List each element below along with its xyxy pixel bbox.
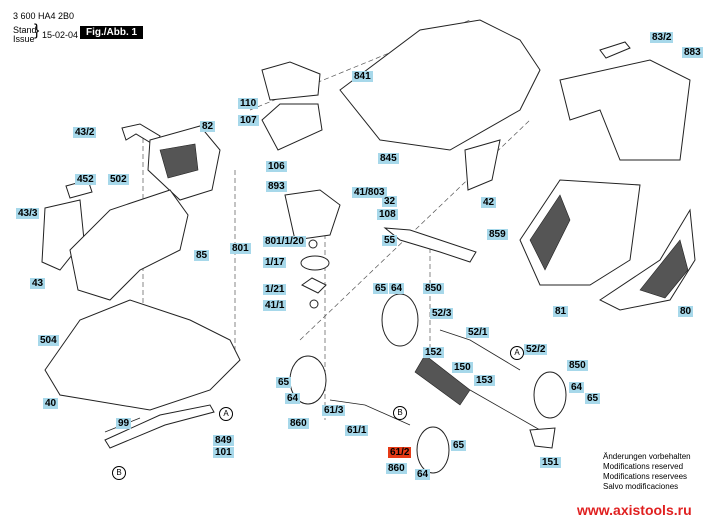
part-axle-153 xyxy=(469,389,541,431)
part-label[interactable]: 841 xyxy=(352,71,373,82)
part-label[interactable]: 1/21 xyxy=(263,284,287,295)
part-axle-52-1 xyxy=(439,329,521,371)
part-label[interactable]: 40 xyxy=(43,398,59,409)
part-roller-150 xyxy=(414,354,471,406)
figure-title: Fig./Abb. 1 xyxy=(80,26,144,39)
part-bag-80-mesh xyxy=(639,239,689,299)
part-label[interactable]: 55 xyxy=(382,235,398,246)
part-label[interactable]: 61/3 xyxy=(322,405,346,416)
note-line: Modifications reservees xyxy=(603,472,688,481)
part-label-highlighted[interactable]: 61/2 xyxy=(388,447,412,458)
part-label[interactable]: 452 xyxy=(75,174,96,185)
part-label[interactable]: 83/2 xyxy=(650,32,674,43)
part-label[interactable]: 81 xyxy=(553,306,569,317)
part-label[interactable]: 43 xyxy=(30,278,46,289)
part-bag-frame-883 xyxy=(559,59,691,161)
marker-a: A xyxy=(219,407,233,421)
part-label[interactable]: 61/1 xyxy=(345,425,369,436)
part-motor-801 xyxy=(284,189,341,241)
part-label[interactable]: 150 xyxy=(452,362,473,373)
part-label[interactable]: 850 xyxy=(567,360,588,371)
part-label[interactable]: 64 xyxy=(569,382,585,393)
part-label[interactable]: 82 xyxy=(200,121,216,132)
part-label[interactable]: 152 xyxy=(423,347,444,358)
part-label[interactable]: 64 xyxy=(389,283,405,294)
part-label[interactable]: 85 xyxy=(194,250,210,261)
part-label[interactable]: 64 xyxy=(285,393,301,404)
part-label[interactable]: 41/1 xyxy=(263,300,287,311)
part-label[interactable]: 64 xyxy=(415,469,431,480)
part-label[interactable]: 43/2 xyxy=(73,127,97,138)
part-110 xyxy=(261,61,321,101)
part-deck-40 xyxy=(44,299,241,411)
part-blade-55 xyxy=(383,227,477,263)
part-label[interactable]: 65 xyxy=(451,440,467,451)
marker-b: B xyxy=(112,466,126,480)
part-label[interactable]: 1/17 xyxy=(263,257,287,268)
note-line: Modifications reserved xyxy=(603,462,684,471)
part-label[interactable]: 801 xyxy=(230,243,251,254)
part-front-housing xyxy=(69,189,189,301)
part-wheel-right xyxy=(533,371,567,419)
part-107 xyxy=(261,103,323,151)
part-label[interactable]: 65 xyxy=(276,377,292,388)
part-handle-849 xyxy=(104,404,215,449)
issue-date: 15-02-04 xyxy=(42,30,79,40)
part-belt-1-21 xyxy=(301,277,327,294)
part-label[interactable]: 153 xyxy=(474,375,495,386)
part-label[interactable]: 883 xyxy=(682,47,703,58)
part-label[interactable]: 41/803 xyxy=(352,187,387,198)
part-83-2 xyxy=(599,41,631,59)
note-line: Salvo modificaciones xyxy=(603,482,679,491)
part-pulley-1-17 xyxy=(300,255,330,271)
part-label[interactable]: 43/3 xyxy=(16,208,40,219)
part-motor-housing-841 xyxy=(339,19,541,151)
part-label[interactable]: 108 xyxy=(377,209,398,220)
part-label[interactable]: 502 xyxy=(108,174,129,185)
part-number: 3 600 HA4 2B0 xyxy=(13,11,75,21)
part-label[interactable]: 860 xyxy=(288,418,309,429)
part-label[interactable]: 52/1 xyxy=(466,327,490,338)
part-label[interactable]: 107 xyxy=(238,115,259,126)
issue-label: Issue xyxy=(13,34,35,44)
part-wheel-lower xyxy=(416,426,450,474)
part-label[interactable]: 850 xyxy=(423,283,444,294)
note-line: Änderungen vorbehalten xyxy=(603,452,691,461)
part-label[interactable]: 52/3 xyxy=(430,308,454,319)
part-label[interactable]: 42 xyxy=(481,197,497,208)
marker-a: A xyxy=(510,346,524,360)
part-label[interactable]: 80 xyxy=(678,306,694,317)
modifications-note: Änderungen vorbehalten Modifications res… xyxy=(603,452,691,492)
part-label[interactable]: 151 xyxy=(540,457,561,468)
part-label[interactable]: 801/1/20 xyxy=(263,236,306,247)
part-label[interactable]: 845 xyxy=(378,153,399,164)
part-wheel-upper xyxy=(381,293,419,347)
part-label[interactable]: 893 xyxy=(266,181,287,192)
stand-label: Stand xyxy=(13,25,37,35)
marker-b: B xyxy=(393,406,407,420)
part-label[interactable]: 65 xyxy=(585,393,601,404)
part-label[interactable]: 106 xyxy=(266,161,287,172)
part-42 xyxy=(464,139,501,191)
part-41-1 xyxy=(309,299,319,309)
part-label[interactable]: 859 xyxy=(487,229,508,240)
part-label[interactable]: 65 xyxy=(373,283,389,294)
part-label[interactable]: 99 xyxy=(116,418,132,429)
website-link[interactable]: www.axistools.ru xyxy=(577,502,692,518)
part-bag-81-mesh xyxy=(529,194,571,271)
part-label[interactable]: 101 xyxy=(213,447,234,458)
part-151 xyxy=(529,427,556,449)
part-label[interactable]: 849 xyxy=(213,435,234,446)
part-cover-window xyxy=(159,143,199,179)
brace: } xyxy=(34,22,40,39)
part-label[interactable]: 504 xyxy=(38,335,59,346)
part-label[interactable]: 52/2 xyxy=(524,344,548,355)
part-label[interactable]: 860 xyxy=(386,463,407,474)
part-801-1-20 xyxy=(308,239,318,249)
part-label[interactable]: 110 xyxy=(238,98,259,109)
part-label[interactable]: 32 xyxy=(382,196,398,207)
